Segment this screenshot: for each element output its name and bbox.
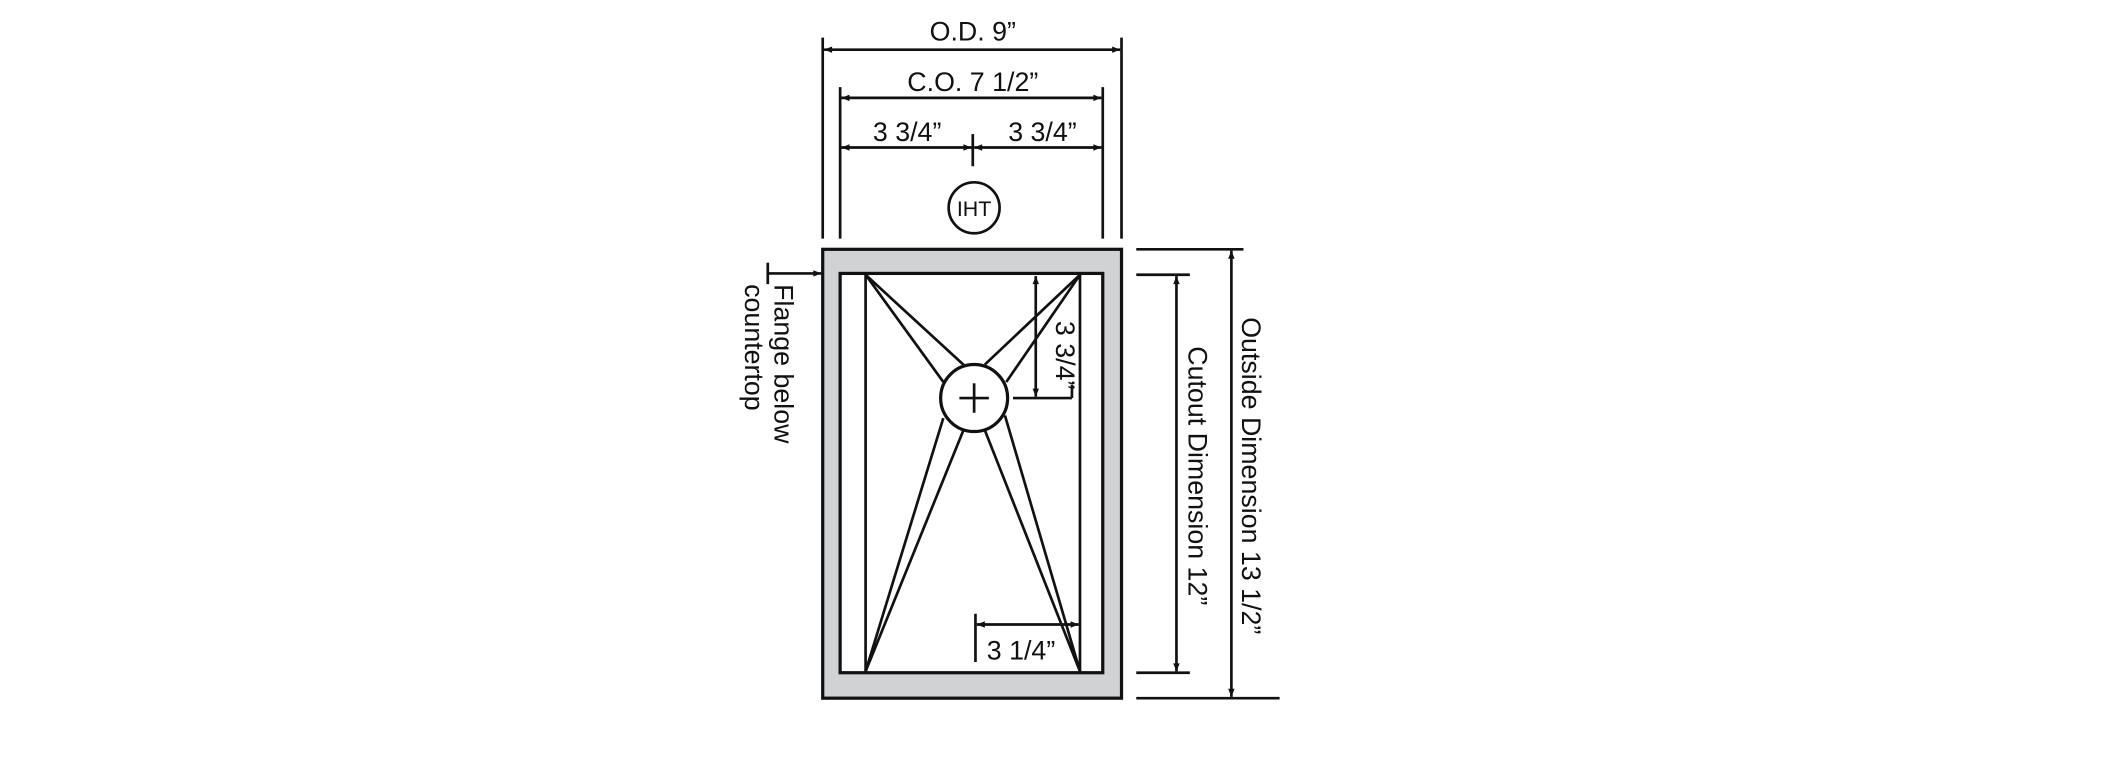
- outside-width-dimension: O.D. 9”: [821, 16, 1123, 239]
- drain-icon: [939, 362, 1010, 434]
- sink-outline: [821, 247, 1124, 700]
- cutout-width-label: C.O. 7 1/2”: [907, 67, 1038, 97]
- flange-label-line2: countertop: [739, 284, 769, 411]
- flange-note: Flange below countertop: [739, 262, 822, 444]
- half-width-dimensions: 3 3/4” 3 3/4”: [841, 117, 1102, 167]
- outside-width-label: O.D. 9”: [930, 16, 1016, 46]
- half-right-label: 3 3/4”: [1008, 117, 1076, 147]
- drain-horizontal-offset: 3 1/4”: [974, 613, 1079, 665]
- faucet-hole-marker: IHT: [947, 180, 1001, 235]
- faucet-marker-label: IHT: [957, 197, 992, 221]
- drain-vertical-offset-label: 3 3/4”: [1050, 321, 1080, 389]
- drain-horizontal-offset-label: 3 1/4”: [987, 635, 1055, 665]
- half-left-label: 3 3/4”: [873, 117, 941, 147]
- cutout-width-dimension: C.O. 7 1/2”: [838, 67, 1105, 239]
- slope-lines: [864, 273, 1082, 672]
- outside-length-label: Outside Dimension 13 1/2”: [1236, 317, 1266, 634]
- cutout-length-dimension: Cutout Dimension 12”: [1136, 273, 1213, 675]
- drain-vertical-offset: 3 3/4”: [1012, 276, 1080, 400]
- cutout-length-label: Cutout Dimension 12”: [1183, 346, 1213, 605]
- outside-length-dimension: Outside Dimension 13 1/2”: [1136, 247, 1280, 700]
- flange-label-line1: Flange below: [768, 284, 798, 444]
